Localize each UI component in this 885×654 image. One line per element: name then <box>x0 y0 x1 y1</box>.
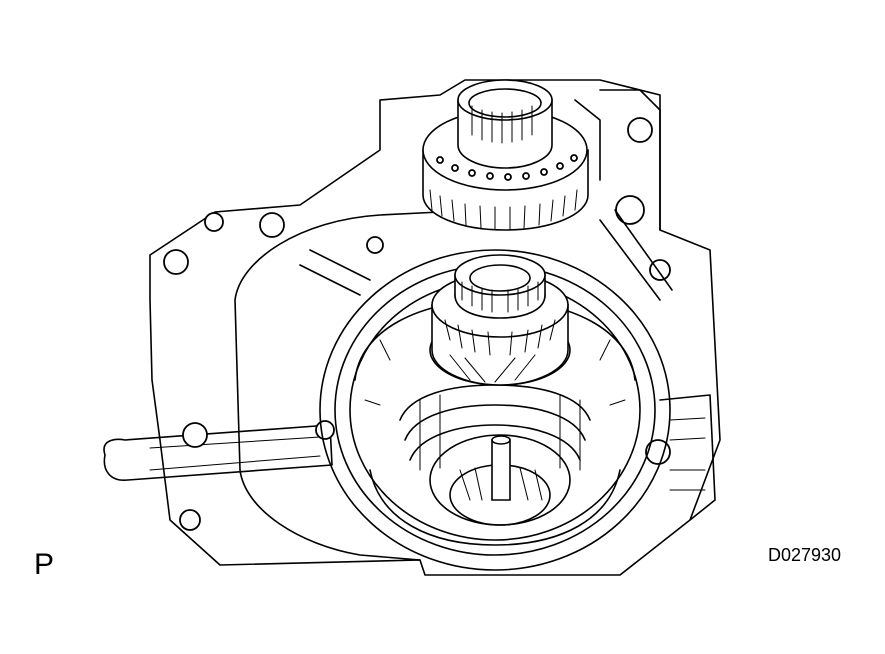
bore-outer-ring <box>319 249 671 571</box>
clutch-drum <box>422 79 589 231</box>
clutch-hub <box>429 254 571 386</box>
housing-right-detail <box>299 89 716 521</box>
figure-id-code: D027930 <box>768 545 842 565</box>
left-mounting-tab <box>103 424 333 481</box>
inner-shaft <box>429 434 571 526</box>
housing-flange <box>149 79 721 576</box>
drum-holes <box>436 154 578 181</box>
housing-inner-edge <box>234 211 441 561</box>
figure-label-p: P <box>34 548 55 581</box>
clutch-pack <box>354 299 636 546</box>
